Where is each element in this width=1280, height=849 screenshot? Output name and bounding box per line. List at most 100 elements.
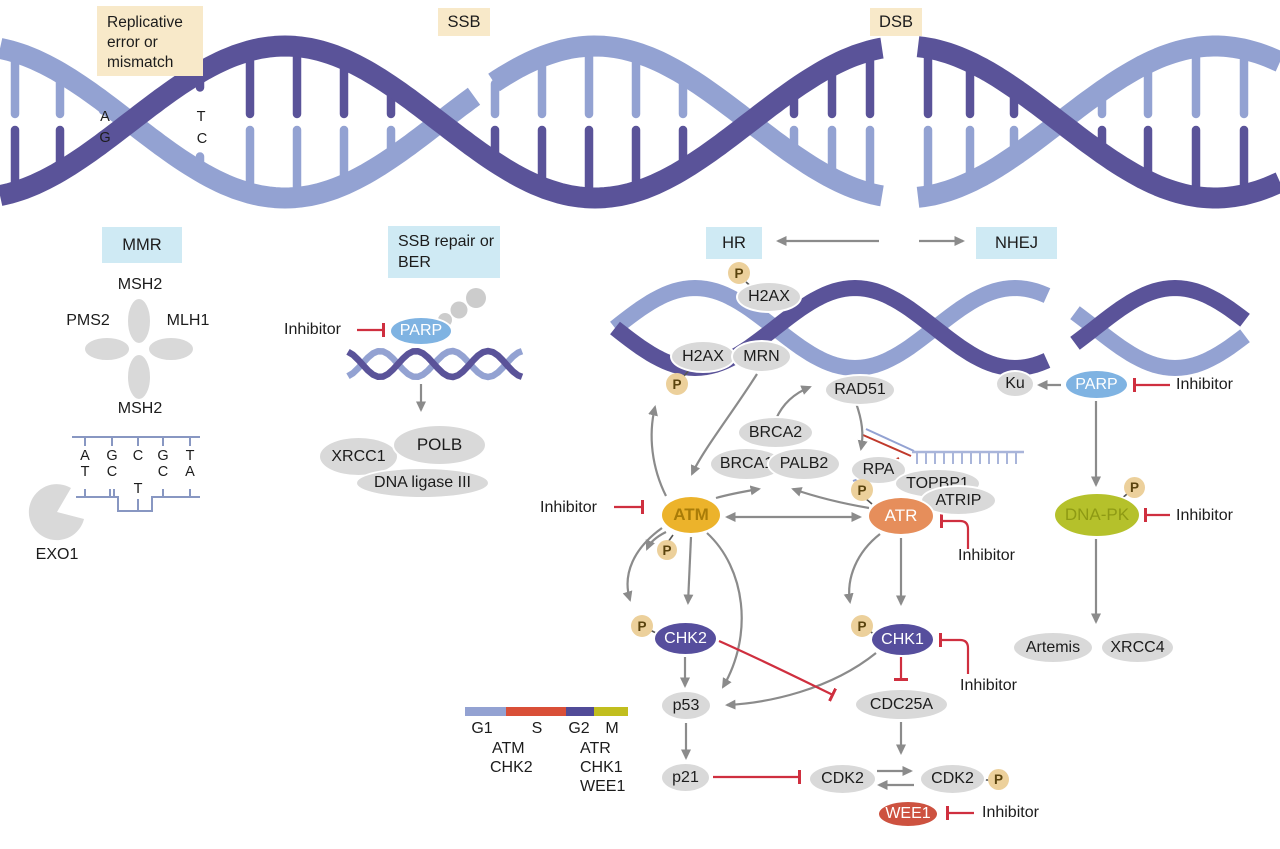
phospho-chk2: P [631,615,653,637]
phospho-h2ax-top: P [728,262,750,284]
mmr-mlh1-label: MLH1 [166,312,210,329]
exo1-pacman-shape [28,484,84,541]
g2-protein-wee1: WEE1 [580,778,626,795]
mmr-msh2-top-label: MSH2 [117,276,163,293]
arrow-atm-autophos [645,531,667,551]
arrow-chk1-to-p53 [725,652,877,710]
arrow-brca2-to-rad51 [774,385,812,420]
node-dna-ligase-iii: DNA ligase III [355,467,490,499]
phospho-h2ax: P [666,373,688,395]
mmr-base: T [80,464,90,480]
phospho-chk1: P [851,615,873,637]
arrow-atm-to-chk2-p [622,527,663,602]
phase-seg-s [506,707,566,716]
inhibitor-label-atr: Inhibitor [958,547,1015,564]
inhibitor-label-parp-nhej: Inhibitor [1176,376,1233,393]
phase-label-s: S [531,720,543,737]
ssb-label: SSB [438,8,490,36]
inhibitor-label-parp-ssb: Inhibitor [284,321,341,338]
pathway-tag-mmr: MMR [102,227,182,263]
g1-protein-chk2: CHK2 [490,759,533,776]
cell-cycle-bar [465,707,628,716]
mmr-base: C [157,464,169,480]
mmr-complex-flower [83,297,195,401]
mmr-base: C [132,448,144,464]
node-polb: POLB [392,424,487,466]
mmr-pms2-label: PMS2 [66,312,110,329]
mmr-exo1-label: EXO1 [35,546,79,563]
node-chk2: CHK2 [653,621,718,656]
mismatch-base-c: C [196,131,208,147]
node-p21: p21 [660,762,711,793]
mmr-strand-graphic [72,436,200,512]
replicative-error-label: Replicative error or mismatch [97,6,203,76]
inhibit-atr [940,514,970,549]
inhibitor-label-chk1: Inhibitor [960,677,1017,694]
mmr-base: T [185,448,195,464]
inhibitor-label-dnapk: Inhibitor [1176,507,1233,524]
node-mrn: MRN [731,340,792,373]
pathway-tag-ssb-repair: SSB repair or BER [388,226,500,278]
phase-seg-g1 [465,707,506,716]
node-parp-nhej: PARP [1064,369,1129,400]
node-palb2: PALB2 [767,447,841,481]
g2-protein-atr: ATR [580,740,611,757]
node-chk1: CHK1 [870,622,935,657]
mismatch-base-a: A [100,109,110,125]
phospho-atr: P [851,479,873,501]
arrow-mrn-to-atm [691,373,758,476]
mmr-base: A [185,464,195,480]
mismatch-base-t: T [196,109,206,125]
arrow-atm-to-chk2 [683,536,694,605]
inhibitor-label-atm: Inhibitor [540,499,597,516]
phospho-cdk2: P [988,769,1009,790]
arrow-atm-to-p53 [706,532,743,689]
node-brca2: BRCA2 [737,416,814,449]
signal-arrows [416,236,1101,790]
inhibit-chk2-cdc25a [718,639,837,702]
dsb-label: DSB [870,8,922,36]
mmr-msh2-bottom-label: MSH2 [117,400,163,417]
arrow-atm-to-h2ax [648,405,667,497]
node-artemis: Artemis [1012,631,1094,664]
arrow-atr-to-chk1-p [843,533,881,604]
node-dnapk: DNA-PK [1053,492,1141,538]
inhibitor-label-wee1: Inhibitor [982,804,1039,821]
node-atr: ATR [867,496,935,536]
phase-label-m: M [605,720,619,737]
node-cdc25a: CDC25A [854,688,949,721]
node-cdk2-phospho: CDK2 [919,763,986,795]
g2-protein-chk1: CHK1 [580,759,623,776]
arrow-atm-to-brca1 [715,485,761,500]
node-rad51: RAD51 [824,374,896,406]
node-ku: Ku [995,370,1035,398]
node-h2ax: H2AX [670,340,736,373]
mmr-mismatch-base: T [133,481,143,497]
mmr-base: A [80,448,90,464]
node-atm: ATM [660,495,722,535]
phase-label-g2: G2 [568,720,590,737]
par-chain [438,288,486,327]
mmr-base: G [106,448,118,464]
phospho-atm: P [657,540,677,560]
phase-seg-m [594,707,628,716]
inhibition-lines [357,323,1170,820]
phase-seg-g2 [566,707,594,716]
inhibit-chk1 [939,633,970,674]
mmr-base: G [157,448,169,464]
mismatch-base-g: G [99,130,111,146]
node-cdk2: CDK2 [808,763,877,795]
arrow-rad51-to-fork [854,402,868,451]
g1-protein-atm: ATM [492,740,525,757]
node-xrcc4: XRCC4 [1100,631,1175,664]
node-parp-ssb: PARP [389,316,453,346]
pathway-tag-hr: HR [706,227,762,259]
arrow-atr-to-palb2 [791,487,870,510]
node-h2ax-top: H2AX [736,281,802,313]
mmr-base: C [106,464,118,480]
node-wee1: WEE1 [877,800,939,828]
pathway-tag-nhej: NHEJ [976,227,1057,259]
phospho-dnapk: P [1124,477,1145,498]
